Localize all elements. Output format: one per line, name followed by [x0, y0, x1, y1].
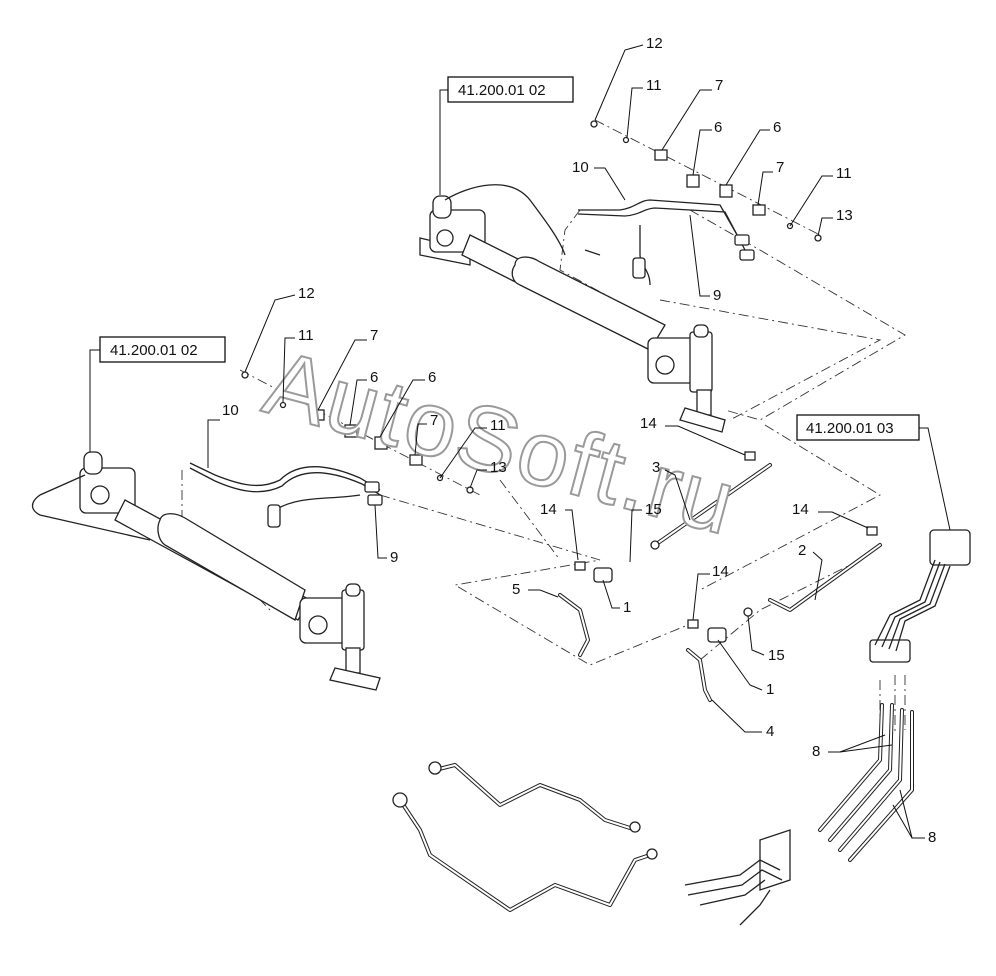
callout-11: 11 — [646, 77, 662, 94]
callout-3: 3 — [652, 459, 660, 476]
callout-14: 14 — [792, 501, 809, 518]
callout-6: 6 — [714, 119, 722, 136]
callout-8: 8 — [928, 829, 936, 846]
upper-cylinder-assembly — [419, 120, 822, 433]
callout-9: 9 — [390, 549, 398, 566]
callout-1: 1 — [766, 681, 774, 698]
callout-6: 6 — [370, 369, 378, 386]
callout-7: 7 — [370, 327, 378, 344]
left-cylinder-assembly — [31, 371, 474, 691]
ref-box-valve[interactable]: 41.200.01 03 — [796, 414, 951, 531]
tee-fitting-icon — [593, 567, 727, 643]
ref-label-upper: 41.200.01 02 — [458, 82, 546, 99]
ref-box-left[interactable]: 41.200.01 02 — [89, 336, 226, 452]
ref-label-valve: 41.200.01 03 — [806, 420, 894, 437]
callout-10: 10 — [572, 159, 589, 176]
callout-12: 12 — [646, 35, 663, 52]
ref-box-upper[interactable]: 41.200.01 02 — [439, 76, 574, 195]
callout-15: 15 — [645, 501, 662, 518]
callout-13: 13 — [836, 207, 853, 224]
callout-5: 5 — [512, 581, 520, 598]
callout-6: 6 — [773, 119, 781, 136]
callout-4: 4 — [766, 723, 774, 740]
callout-1: 1 — [623, 599, 631, 616]
callouts: 12 11 7 6 6 7 11 13 10 9 12 11 7 6 6 7 1… — [207, 35, 936, 846]
callout-8: 8 — [812, 743, 820, 760]
callout-7: 7 — [430, 412, 438, 429]
valve-hose-group — [684, 529, 971, 926]
callout-11: 11 — [490, 417, 506, 434]
hydraulic-cylinder-icon — [79, 451, 381, 691]
callout-12: 12 — [298, 285, 315, 302]
callout-9: 9 — [713, 287, 721, 304]
valve-block-icon — [869, 529, 971, 663]
callout-6: 6 — [428, 369, 436, 386]
hydraulic-cylinder-icon — [419, 195, 726, 433]
callout-7: 7 — [776, 159, 784, 176]
callout-14: 14 — [540, 501, 557, 518]
callout-15: 15 — [768, 647, 785, 664]
ref-label-left: 41.200.01 02 — [110, 342, 198, 359]
callout-14: 14 — [712, 563, 729, 580]
callout-2: 2 — [798, 542, 806, 559]
loose-tube-group — [392, 761, 658, 912]
callout-11: 11 — [836, 165, 852, 182]
callout-7: 7 — [715, 77, 723, 94]
callout-10: 10 — [222, 402, 239, 419]
callout-11: 11 — [298, 327, 314, 344]
callout-14: 14 — [640, 415, 657, 432]
center-tube-group — [558, 451, 882, 702]
callout-13: 13 — [490, 459, 507, 476]
